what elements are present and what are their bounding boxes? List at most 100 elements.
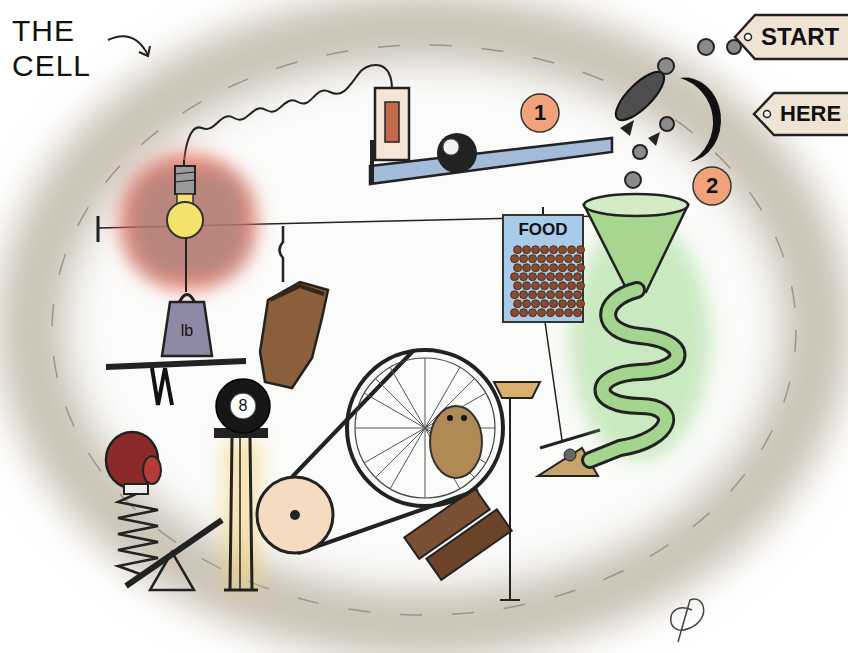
ball-chute-part <box>658 58 674 74</box>
signature-part <box>671 599 704 642</box>
funnel-coil-part <box>590 290 678 460</box>
food-pellet <box>574 291 582 299</box>
cell-background-part <box>52 45 796 615</box>
boxing-glove-part <box>118 494 158 574</box>
scale-part <box>545 322 562 440</box>
food-pellet <box>529 309 537 317</box>
light-switch-part <box>385 102 399 142</box>
food-pellet <box>541 282 549 290</box>
pedestal-part <box>250 438 252 590</box>
sign-text: HERE <box>780 102 841 126</box>
scale-part <box>540 430 600 448</box>
food-pellet <box>538 291 546 299</box>
funnel-coil-part <box>584 205 688 292</box>
food-pellet <box>550 264 558 272</box>
food-pellet <box>511 291 519 299</box>
food-pellet <box>532 282 540 290</box>
hamster-wheel-part <box>347 350 503 506</box>
scale-part <box>500 599 520 601</box>
wire <box>184 65 392 162</box>
food-pellet <box>520 255 528 263</box>
wire-part <box>184 65 392 162</box>
light-bulb-part <box>167 202 203 238</box>
food-pellet <box>520 273 528 281</box>
food-pellet <box>511 255 519 263</box>
hamster-wheel-part <box>430 406 482 478</box>
boot-part <box>260 282 328 388</box>
food-pellet <box>511 309 519 317</box>
food-pellet <box>556 309 564 317</box>
scale-part <box>494 382 540 398</box>
food-pellet <box>559 246 567 254</box>
start-sign: START <box>735 12 848 62</box>
light-bulb-part <box>175 180 195 182</box>
food-pellet <box>523 264 531 272</box>
ball-chute-part <box>680 78 721 162</box>
string-part <box>97 216 100 242</box>
cell-background-part <box>32 28 816 624</box>
callout-disc <box>693 167 731 205</box>
ball-chute-part <box>660 117 674 131</box>
food-pellet <box>565 309 573 317</box>
callout-number: 2 <box>706 174 718 198</box>
hamster-wheel-part <box>257 477 333 553</box>
food-pellet <box>529 273 537 281</box>
weight-label: lb <box>181 322 193 340</box>
ball-chute-part <box>698 39 714 55</box>
ball-chute-part <box>620 120 634 136</box>
boot <box>260 226 328 388</box>
food-pellet <box>523 246 531 254</box>
food-pellet <box>520 309 528 317</box>
light-bulb-part <box>175 172 195 174</box>
pedestal-part <box>224 589 258 592</box>
food-pellet <box>514 300 522 308</box>
pedestal-part <box>239 438 241 590</box>
light-switch <box>375 88 409 160</box>
ball-number: 8 <box>239 397 248 415</box>
light-bulb-part <box>175 166 195 194</box>
scale-part <box>509 396 511 600</box>
weight-body <box>162 302 212 356</box>
ball-body <box>216 379 270 433</box>
diagram-title: THE CELL <box>12 14 112 83</box>
boot-part <box>280 226 284 282</box>
food-pellet <box>577 246 585 254</box>
callout-disc <box>521 94 559 132</box>
sign-nail <box>745 34 752 41</box>
food-pellet <box>511 273 519 281</box>
food-pellet <box>532 246 540 254</box>
food-pellet <box>538 309 546 317</box>
food-pellet <box>547 309 555 317</box>
food-pellet <box>541 264 549 272</box>
hamster-wheel-part <box>447 415 453 421</box>
food-pellet <box>547 255 555 263</box>
food-pellet <box>547 291 555 299</box>
food-pellet <box>514 246 522 254</box>
title-arrow-part <box>139 46 150 56</box>
hamster-wheel-part <box>290 510 300 520</box>
food-pellet <box>532 264 540 272</box>
light-bulb-part <box>120 154 256 290</box>
lever-beam-part <box>106 358 246 370</box>
food-pellet <box>529 291 537 299</box>
ball-chute-part <box>648 132 660 146</box>
food-pellet <box>559 282 567 290</box>
weight: lb <box>160 290 214 358</box>
food-pellet <box>556 273 564 281</box>
boot-part <box>270 286 324 300</box>
food-pellet <box>574 255 582 263</box>
food-pellet <box>577 300 585 308</box>
ball-chute-part <box>625 172 641 188</box>
ball-chute-part <box>633 145 647 159</box>
signature <box>671 599 704 642</box>
food-pellet <box>550 282 558 290</box>
food-pellet <box>541 246 549 254</box>
sign-text: START <box>761 24 839 50</box>
funnel-coil <box>570 194 710 460</box>
funnel-coil-part <box>584 194 688 216</box>
food-pellet <box>568 282 576 290</box>
sign-board <box>735 15 848 59</box>
